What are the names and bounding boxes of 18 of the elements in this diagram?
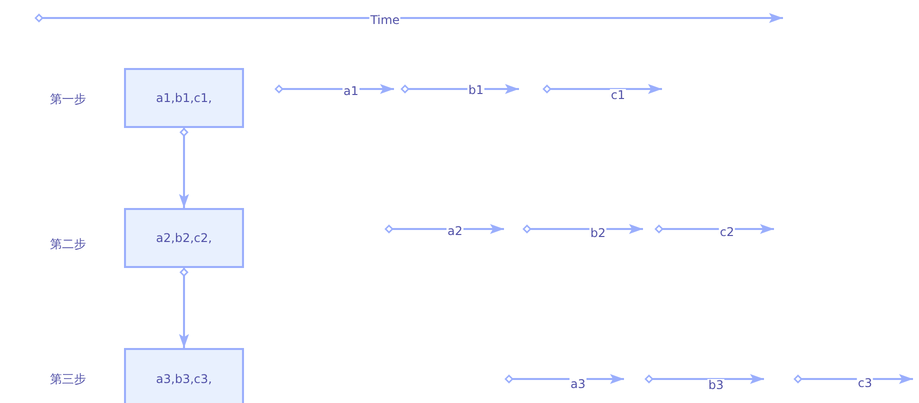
arrow-label: c2 [718, 226, 736, 238]
step-label: 第一步 [49, 93, 87, 105]
step-label: 第二步 [49, 238, 87, 250]
arrow-label: a1 [342, 85, 360, 97]
arrow [179, 128, 189, 208]
arrow-label: a2 [446, 225, 464, 237]
arrow-label: b3 [707, 379, 725, 391]
arrow-label: b1 [467, 84, 485, 96]
axis-label: Time [369, 14, 401, 26]
arrow-label: c3 [856, 377, 874, 389]
process-box: a1,b1,c1, [124, 68, 244, 128]
arrow-label: c1 [610, 89, 626, 101]
arrow [179, 268, 189, 348]
arrow-label: b2 [589, 227, 607, 239]
step-label: 第三步 [49, 373, 87, 385]
process-box: a3,b3,c3, [124, 348, 244, 403]
process-box: a2,b2,c2, [124, 208, 244, 268]
arrow-label: a3 [570, 378, 586, 390]
